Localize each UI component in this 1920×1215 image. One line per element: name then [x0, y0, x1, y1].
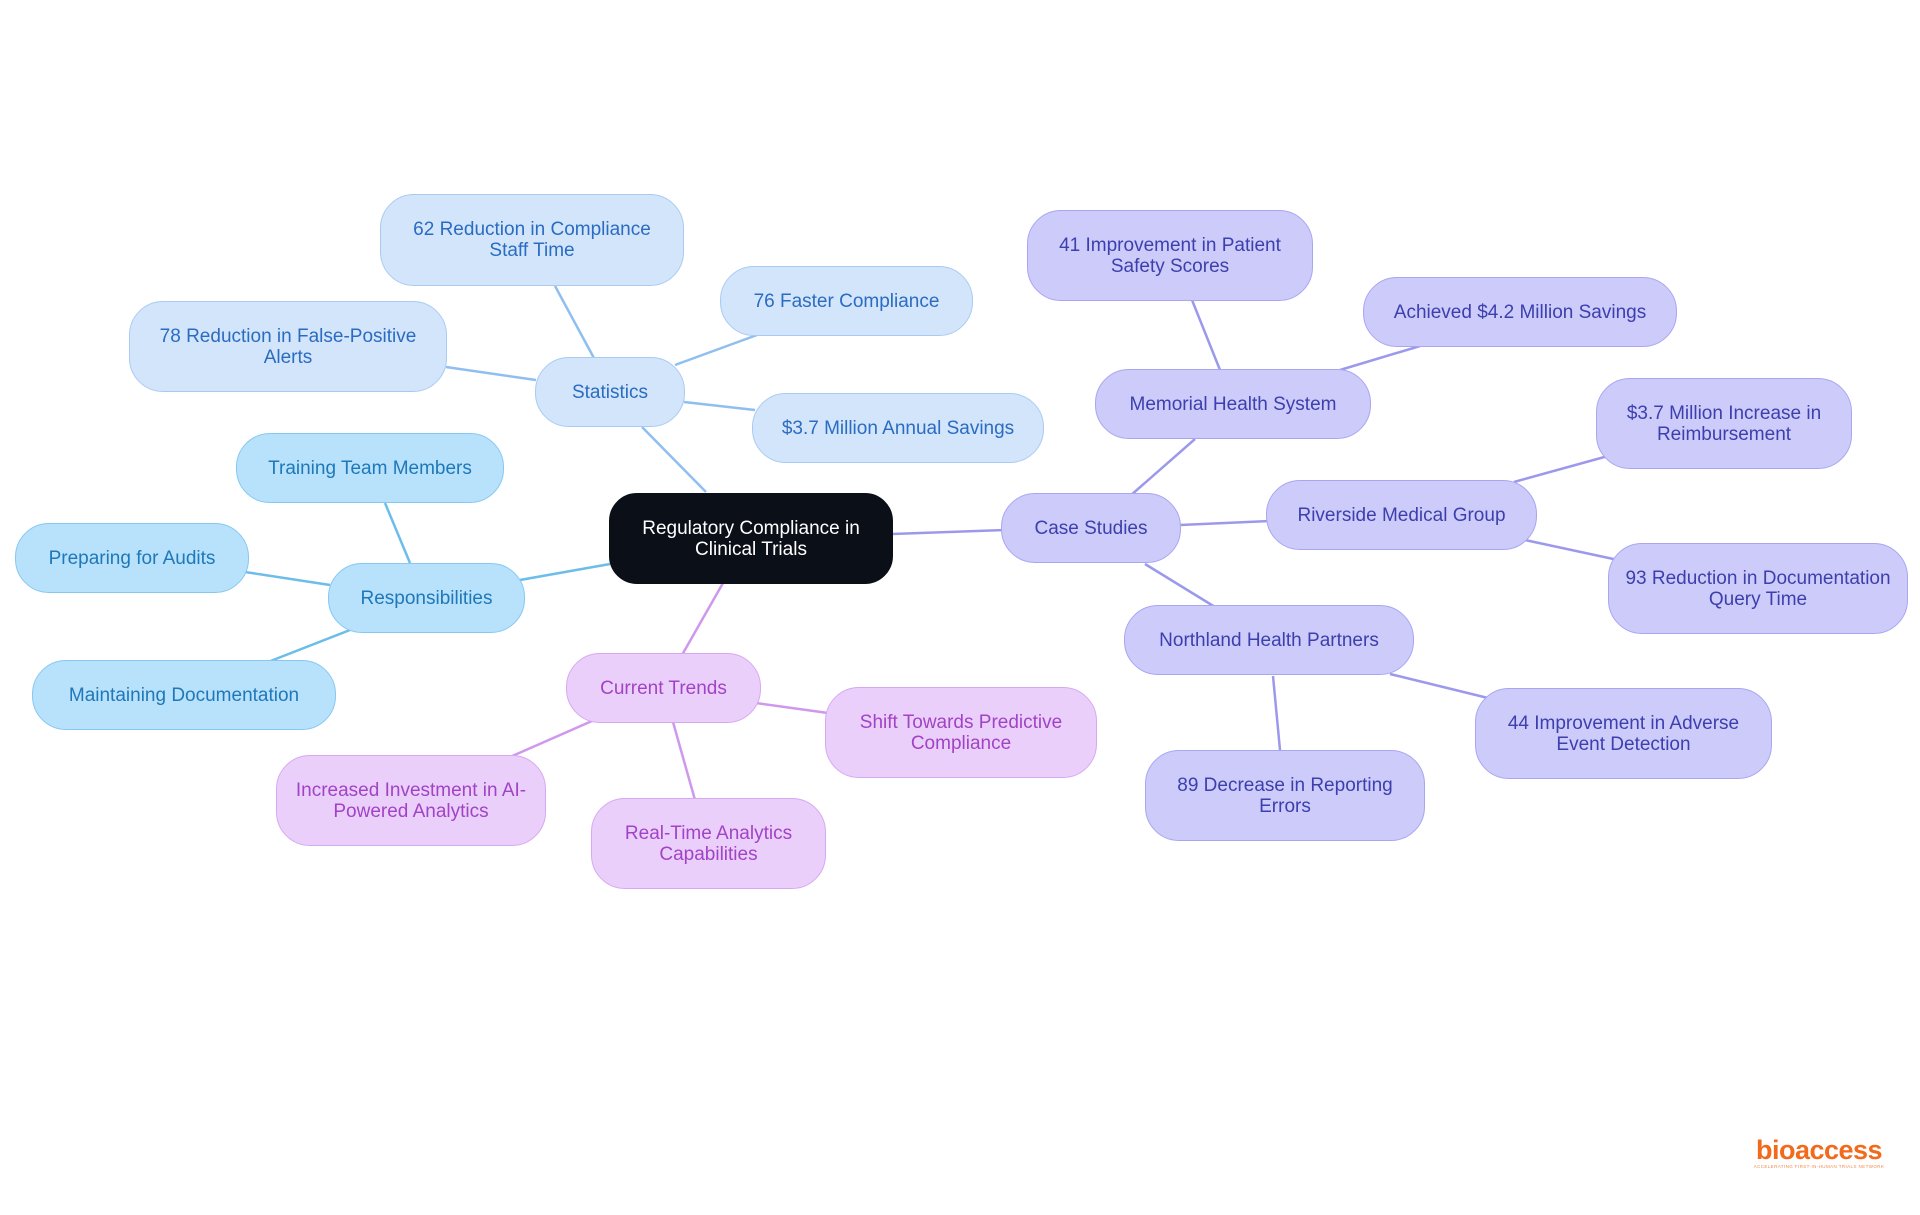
northland-reporting-errors[interactable]: 89 Decrease in Reporting Errors: [1145, 750, 1425, 841]
edge-root-trends: [680, 582, 725, 656]
northland-adverse-event[interactable]: 44 Improvement in Adverse Event Detectio…: [1475, 688, 1772, 779]
riverside-reimbursement[interactable]: $3.7 Million Increase in Reimbursement: [1596, 378, 1852, 469]
stat-faster-compliance[interactable]: 76 Faster Compliance: [720, 266, 973, 336]
edge-case-studies-memorial: [1129, 438, 1196, 497]
edge-trends-investment: [509, 719, 593, 759]
logo-wordmark: bioaccess: [1755, 1135, 1883, 1165]
root-node[interactable]: Regulatory Compliance in Clinical Trials: [609, 493, 893, 584]
edge-trends-realtime: [671, 721, 697, 801]
riverside-medical-group-node[interactable]: Riverside Medical Group: [1266, 480, 1537, 550]
stat-false-positive-alerts[interactable]: 78 Reduction in False-Positive Alerts: [129, 301, 447, 392]
edge-trends-predictive: [755, 701, 829, 715]
edge-root-responsibilities: [519, 562, 611, 582]
northland-health-partners-node[interactable]: Northland Health Partners: [1124, 605, 1414, 675]
memorial-patient-safety[interactable]: 41 Improvement in Patient Safety Scores: [1027, 210, 1313, 301]
edge-statistics-staff-time: [553, 285, 597, 361]
edge-root-statistics: [641, 426, 707, 493]
trend-predictive-compliance[interactable]: Shift Towards Predictive Compliance: [825, 687, 1097, 778]
edge-statistics-faster: [674, 333, 758, 367]
resp-preparing-audits[interactable]: Preparing for Audits: [15, 523, 249, 593]
resp-maintaining-documentation[interactable]: Maintaining Documentation: [32, 660, 336, 730]
trend-realtime-analytics[interactable]: Real-Time Analytics Capabilities: [591, 798, 826, 889]
edge-memorial-patient-safety: [1190, 299, 1222, 371]
case-studies-node[interactable]: Case Studies: [1001, 493, 1181, 563]
bioaccess-logo: bioaccess ACCELERATING FIRST-IN-HUMAN TR…: [1744, 1136, 1894, 1172]
edge-riverside-query-time: [1524, 538, 1619, 562]
stat-annual-savings[interactable]: $3.7 Million Annual Savings: [752, 393, 1044, 463]
memorial-savings[interactable]: Achieved $4.2 Million Savings: [1363, 277, 1677, 347]
logo-tagline: ACCELERATING FIRST-IN-HUMAN TRIALS NETWO…: [1753, 1164, 1885, 1169]
edge-case-studies-riverside: [1179, 519, 1271, 527]
stat-compliance-staff-time[interactable]: 62 Reduction in Compliance Staff Time: [380, 194, 684, 286]
edge-case-studies-northland: [1144, 562, 1216, 609]
responsibilities-node[interactable]: Responsibilities: [328, 563, 525, 633]
trends-node[interactable]: Current Trends: [566, 653, 761, 723]
trend-ai-investment[interactable]: Increased Investment in AI-Powered Analy…: [276, 755, 546, 846]
edge-responsibilities-documentation: [267, 628, 351, 664]
riverside-query-time[interactable]: 93 Reduction in Documentation Query Time: [1608, 543, 1908, 634]
edge-statistics-false-positive: [445, 365, 537, 382]
edge-statistics-savings: [683, 400, 756, 412]
resp-training-team[interactable]: Training Team Members: [236, 433, 504, 503]
memorial-health-system-node[interactable]: Memorial Health System: [1095, 369, 1371, 439]
edge-northland-reporting: [1271, 675, 1282, 751]
edge-responsibilities-audits: [244, 570, 331, 587]
edge-root-case-studies: [891, 528, 1006, 536]
edge-responsibilities-training: [383, 502, 412, 564]
edge-northland-adverse-event: [1389, 672, 1489, 700]
edge-riverside-reimbursement: [1513, 454, 1609, 484]
statistics-node[interactable]: Statistics: [535, 357, 685, 427]
edge-memorial-savings: [1339, 344, 1421, 372]
